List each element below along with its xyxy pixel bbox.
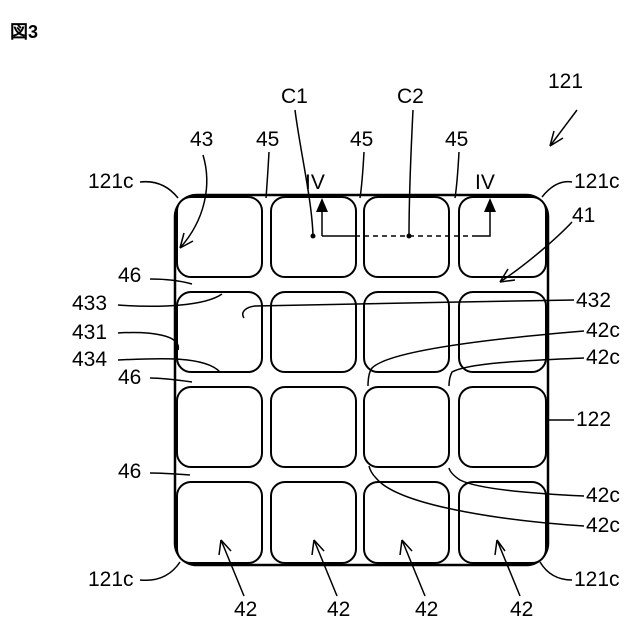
label-42c-b: 42c — [586, 346, 620, 369]
cell-r1-c1 — [177, 197, 262, 277]
label-42-d: 42 — [510, 598, 533, 621]
cutline-label-right: IV — [475, 171, 495, 194]
label-121: 121 — [548, 70, 583, 93]
cell-r1-c3 — [364, 197, 449, 277]
leader-121 — [550, 110, 577, 146]
label-45-c: 45 — [445, 128, 468, 151]
label-121c-bottom-right: 121c — [574, 568, 620, 591]
cell-r3-c1 — [177, 387, 262, 467]
leader-431 — [118, 333, 178, 350]
label-121c-bottom-left: 121c — [88, 568, 134, 591]
cell-r4-c4 — [459, 482, 546, 563]
label-42-b: 42 — [327, 598, 350, 621]
label-42c-c: 42c — [586, 484, 620, 507]
leader-121c-top-left — [140, 182, 178, 198]
label-c2: C2 — [397, 85, 424, 108]
cell-r3-c4 — [459, 387, 546, 467]
cell-r3-c2 — [271, 387, 356, 467]
label-42-c: 42 — [415, 598, 438, 621]
label-434: 434 — [72, 348, 107, 371]
label-45-a: 45 — [256, 128, 279, 151]
label-431: 431 — [72, 321, 107, 344]
cell-r1-c4 — [459, 197, 546, 277]
label-433: 433 — [72, 292, 107, 315]
label-122: 122 — [576, 408, 611, 431]
label-c1: C1 — [281, 85, 308, 108]
label-121c-top-right: 121c — [574, 170, 620, 193]
label-45-b: 45 — [350, 128, 373, 151]
label-46-b: 46 — [118, 366, 141, 389]
leader-121c-bottom-left — [140, 562, 180, 580]
label-41: 41 — [572, 204, 595, 227]
label-43: 43 — [190, 128, 213, 151]
label-42c-a: 42c — [586, 319, 620, 342]
label-121c-top-left: 121c — [88, 170, 134, 193]
label-42-a: 42 — [234, 598, 257, 621]
cell-r4-c2 — [271, 482, 356, 563]
leader-45-c — [455, 152, 459, 198]
leader-45-a — [266, 152, 269, 198]
leader-121c-bottom-right — [540, 562, 572, 580]
label-432: 432 — [576, 289, 611, 312]
label-42c-d: 42c — [586, 514, 620, 537]
figure-title: 図3 — [10, 22, 38, 42]
cell-r3-c3 — [364, 387, 449, 467]
label-46-a: 46 — [118, 264, 141, 287]
label-46-c: 46 — [118, 460, 141, 483]
leader-45-b — [360, 152, 364, 198]
leader-121c-top-right — [542, 182, 572, 197]
